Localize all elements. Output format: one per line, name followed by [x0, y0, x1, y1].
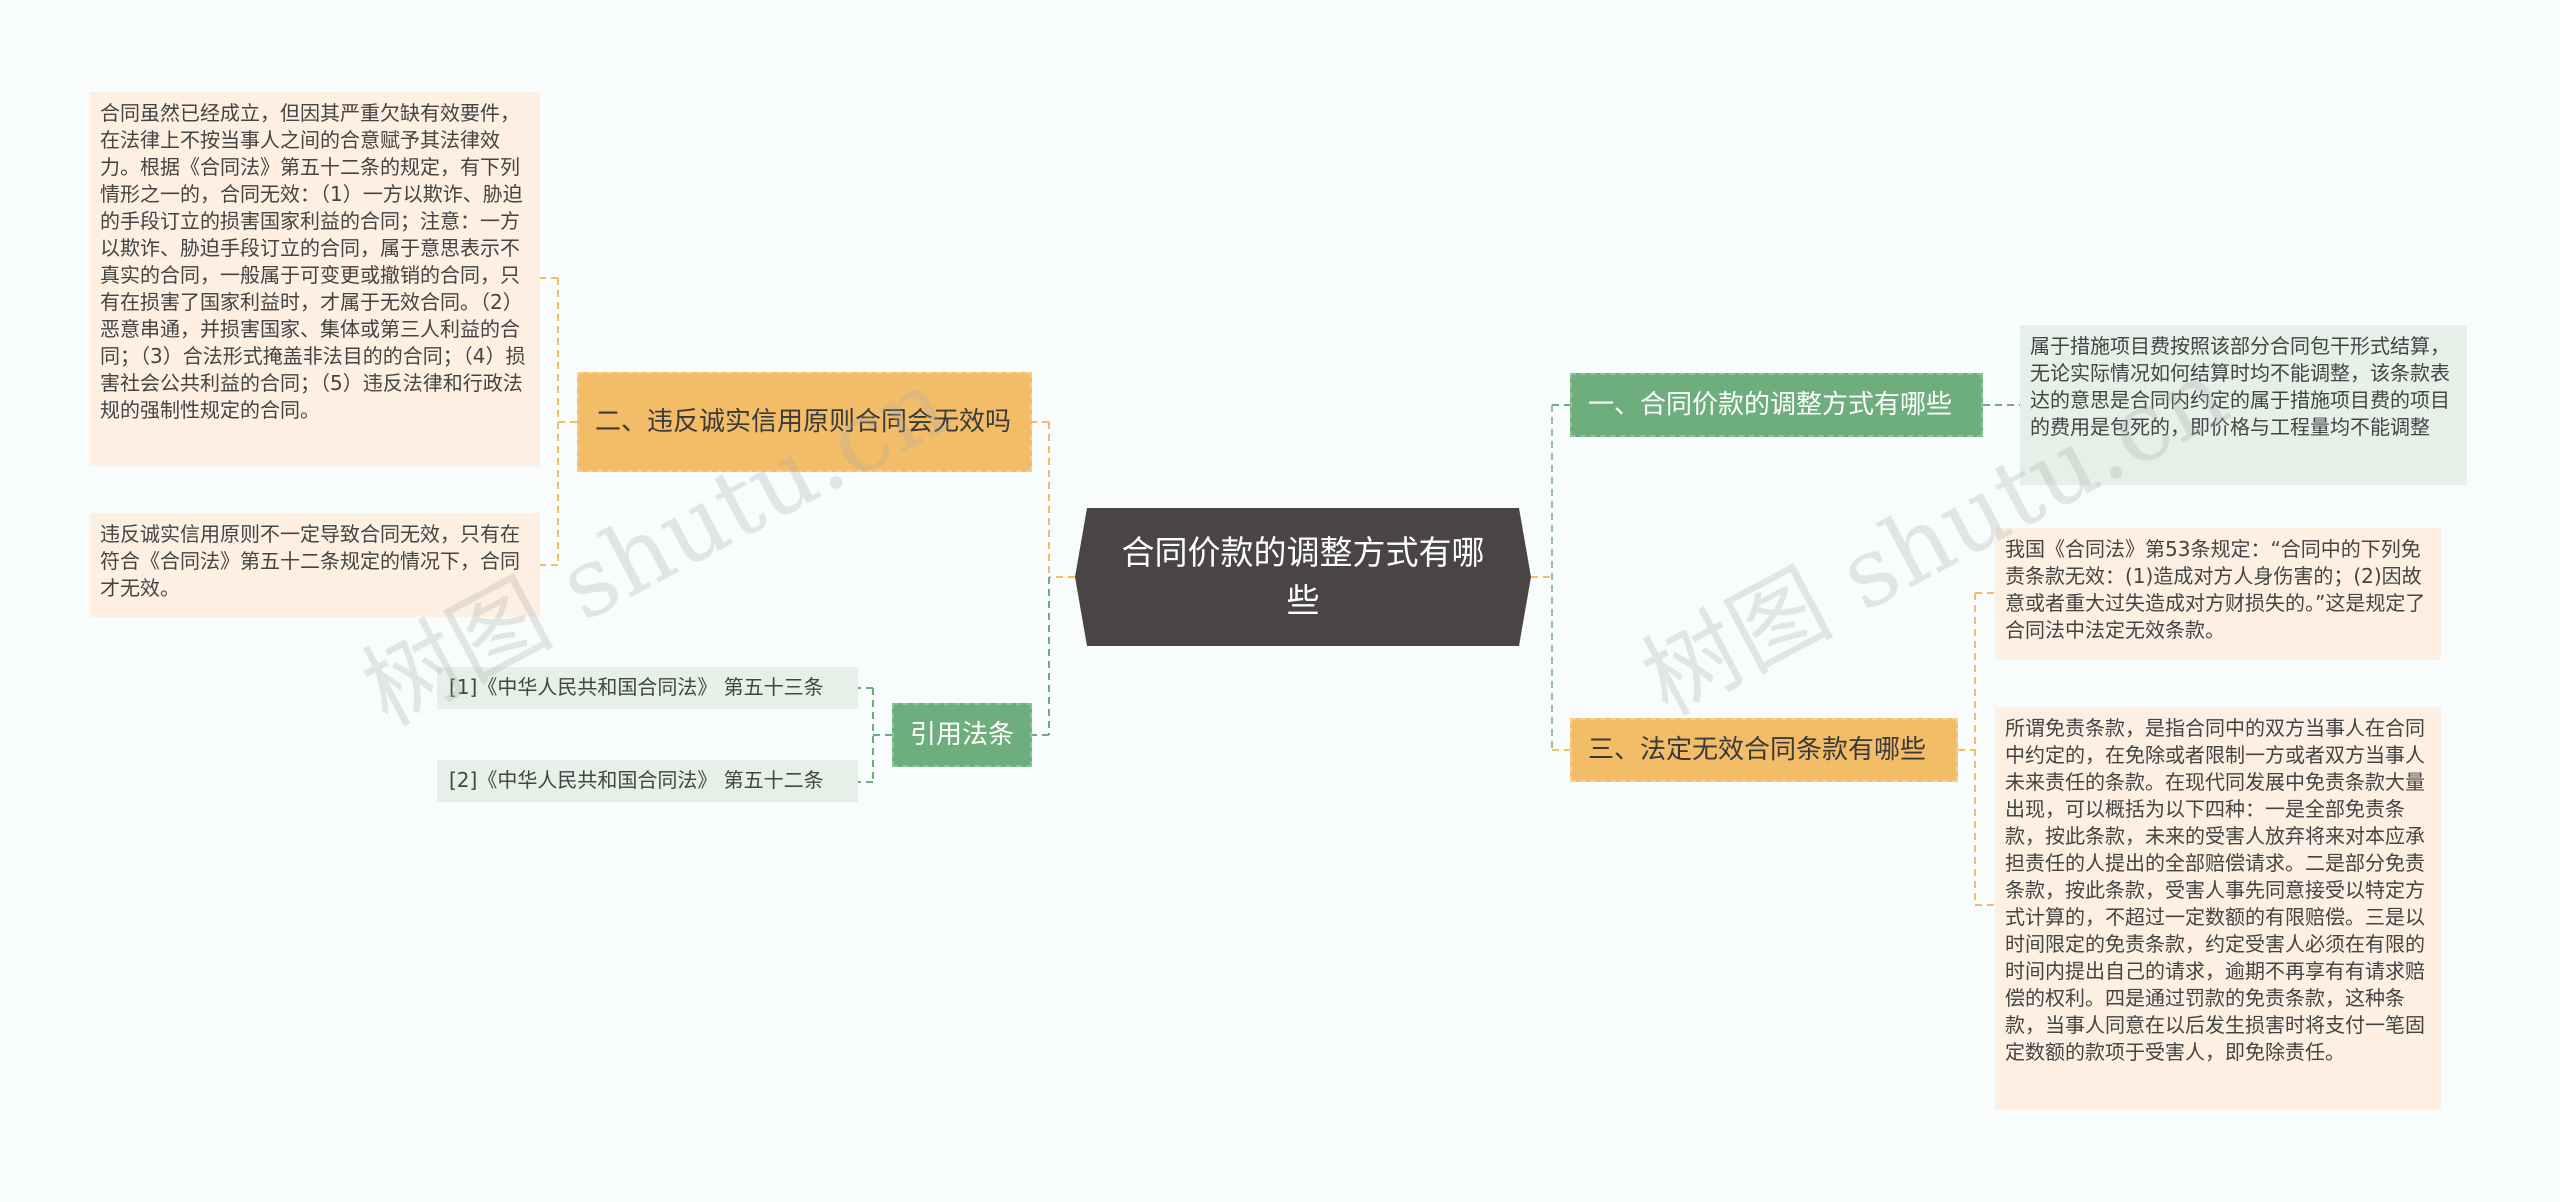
central-topic-label: 合同价款的调整方式有哪些 [1121, 533, 1485, 620]
branch-adjust-methods[interactable]: 一、合同价款的调整方式有哪些 [1570, 373, 1983, 437]
leaf-text: [1]《中华人民共和国合同法》 第五十三条 [449, 675, 824, 699]
leaf-text: 所谓免责条款，是指合同中的双方当事人在合同中约定的，在免除或者限制一方或者双方当… [2005, 716, 2425, 1064]
leaf-b3-2[interactable]: 所谓免责条款，是指合同中的双方当事人在合同中约定的，在免除或者限制一方或者双方当… [1995, 707, 2441, 1110]
leaf-b2-2[interactable]: 违反诚实信用原则不一定导致合同无效，只有在符合《合同法》第五十二条规定的情况下，… [90, 513, 540, 617]
branch-void-clauses[interactable]: 三、法定无效合同条款有哪些 [1570, 718, 1958, 782]
leaf-b4-1[interactable]: [1]《中华人民共和国合同法》 第五十三条 [437, 667, 858, 709]
central-topic[interactable]: 合同价款的调整方式有哪些 [1075, 508, 1531, 646]
leaf-b2-1[interactable]: 合同虽然已经成立，但因其严重欠缺有效要件，在法律上不按当事人之间的合意赋予其法律… [90, 92, 540, 466]
leaf-text: 违反诚实信用原则不一定导致合同无效，只有在符合《合同法》第五十二条规定的情况下，… [100, 522, 520, 600]
branch-label: 三、法定无效合同条款有哪些 [1588, 735, 1927, 765]
branch-label: 二、违反诚实信用原则合同会无效吗 [595, 407, 1012, 437]
leaf-text: [2]《中华人民共和国合同法》 第五十二条 [449, 768, 824, 792]
leaf-text: 合同虽然已经成立，但因其严重欠缺有效要件，在法律上不按当事人之间的合意赋予其法律… [100, 101, 526, 422]
branch-label: 一、合同价款的调整方式有哪些 [1588, 390, 1953, 420]
leaf-b1-1[interactable]: 属于措施项目费按照该部分合同包干形式结算，无论实际情况如何结算时均不能调整，该条… [2020, 325, 2467, 485]
leaf-b4-2[interactable]: [2]《中华人民共和国合同法》 第五十二条 [437, 760, 858, 802]
branch-good-faith[interactable]: 二、违反诚实信用原则合同会无效吗 [577, 372, 1032, 472]
leaf-b3-1[interactable]: 我国《合同法》第53条规定：“合同中的下列免责条款无效：(1)造成对方人身伤害的… [1995, 528, 2441, 660]
branch-label: 引用法条 [910, 720, 1015, 750]
branch-cited-laws[interactable]: 引用法条 [892, 703, 1032, 767]
leaf-text: 我国《合同法》第53条规定：“合同中的下列免责条款无效：(1)造成对方人身伤害的… [2005, 537, 2426, 642]
leaf-text: 属于措施项目费按照该部分合同包干形式结算，无论实际情况如何结算时均不能调整，该条… [2030, 334, 2450, 439]
